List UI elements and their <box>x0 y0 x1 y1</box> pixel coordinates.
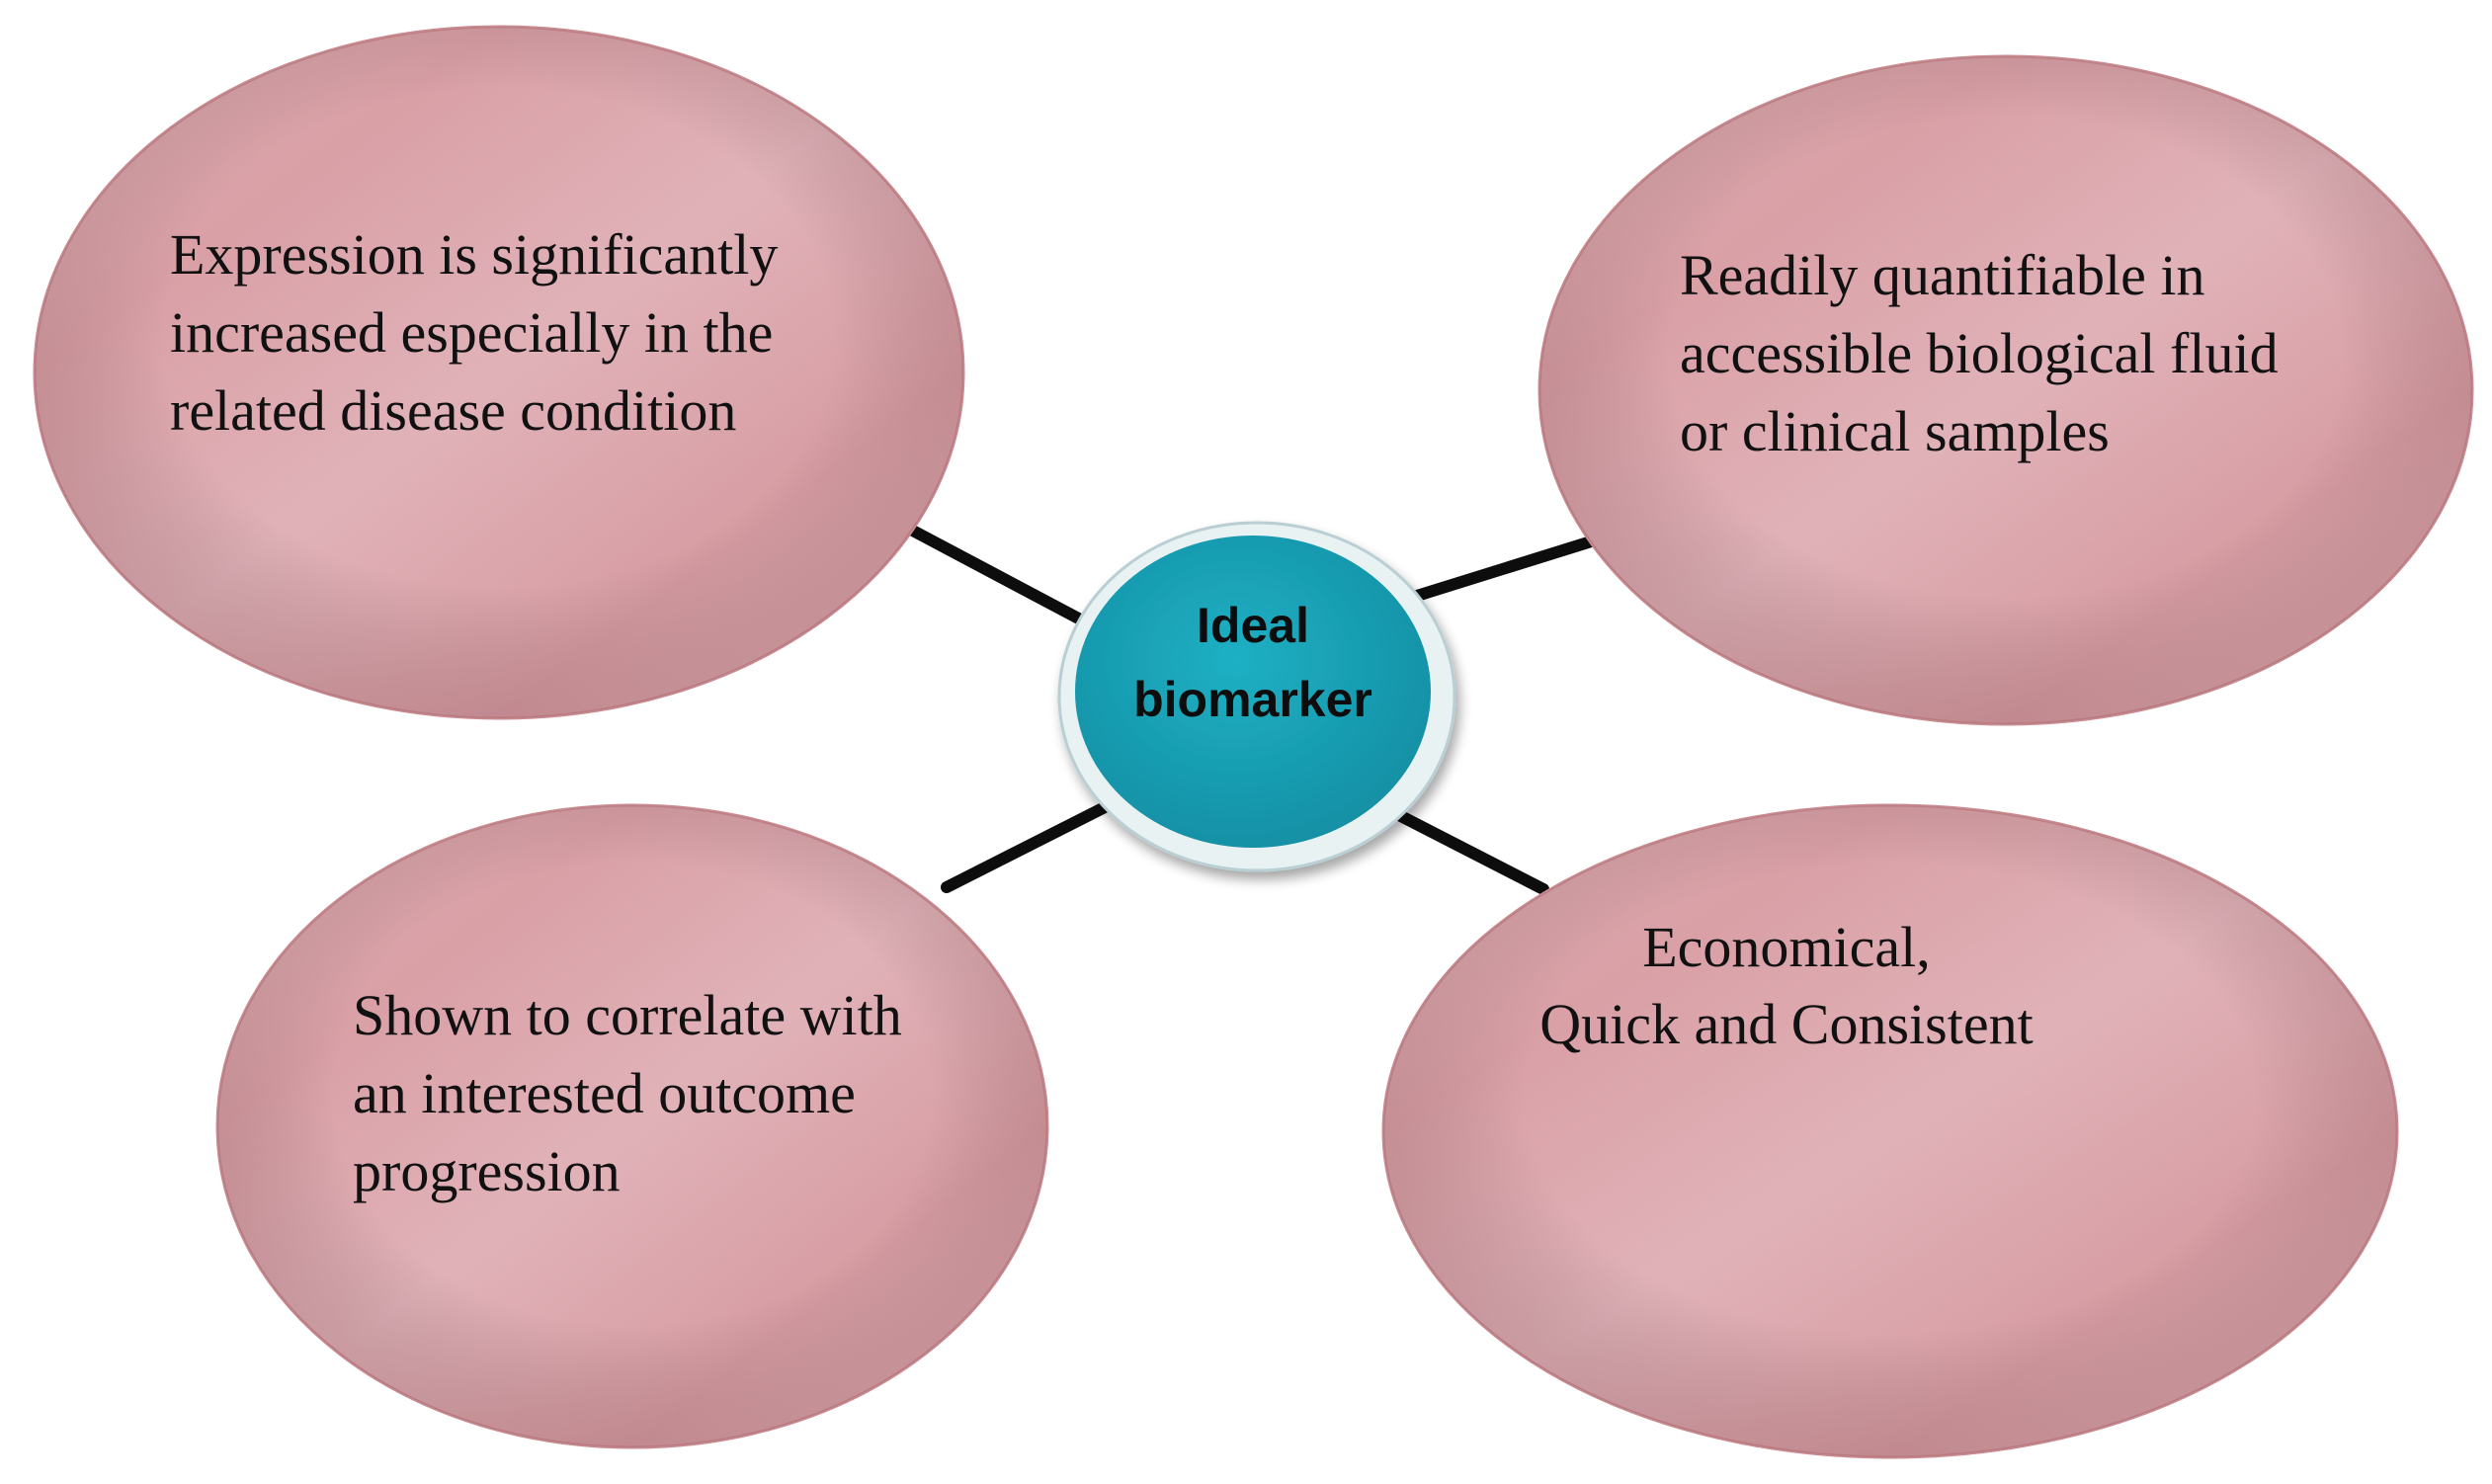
node-bottom-left-line-1: Shown to correlate with <box>353 983 902 1047</box>
node-bottom-left-line-3: progression <box>353 1139 621 1203</box>
node-top-left-line-1: Expression is significantly <box>170 222 778 287</box>
node-bottom-right-line-2: Quick and Consistent <box>1539 992 2033 1056</box>
node-bottom-left: Shown to correlate with an interested ou… <box>215 803 1049 1449</box>
node-top-right-line-1: Readily quantifiable in <box>1680 243 2205 307</box>
center-node-line-2: biomarker <box>1133 672 1372 727</box>
connector-top-left <box>903 523 1111 638</box>
connectors <box>903 523 1607 895</box>
node-top-left-line-2: increased especially in the <box>170 300 773 365</box>
node-top-right-line-3: or clinical samples <box>1680 399 2110 463</box>
node-bottom-right-line-1: Economical, <box>1642 915 1931 979</box>
connector-bottom-right <box>1387 806 1549 895</box>
center-node: Ideal biomarker <box>1057 521 1456 872</box>
node-bottom-left-line-2: an interested outcome <box>353 1061 856 1125</box>
connector-top-right <box>1395 533 1607 607</box>
center-node-bubble <box>1075 536 1431 848</box>
node-top-right: Readily quantifiable in accessible biolo… <box>1537 54 2474 726</box>
node-top-left-line-3: related disease condition <box>170 378 736 443</box>
node-top-right-line-2: accessible biological fluid <box>1680 321 2279 385</box>
node-top-left: Expression is significantly increased es… <box>33 25 965 720</box>
center-node-line-1: Ideal <box>1197 598 1309 653</box>
node-bottom-right: Economical, Quick and Consistent <box>1381 803 2399 1459</box>
connector-bottom-left <box>941 799 1115 893</box>
